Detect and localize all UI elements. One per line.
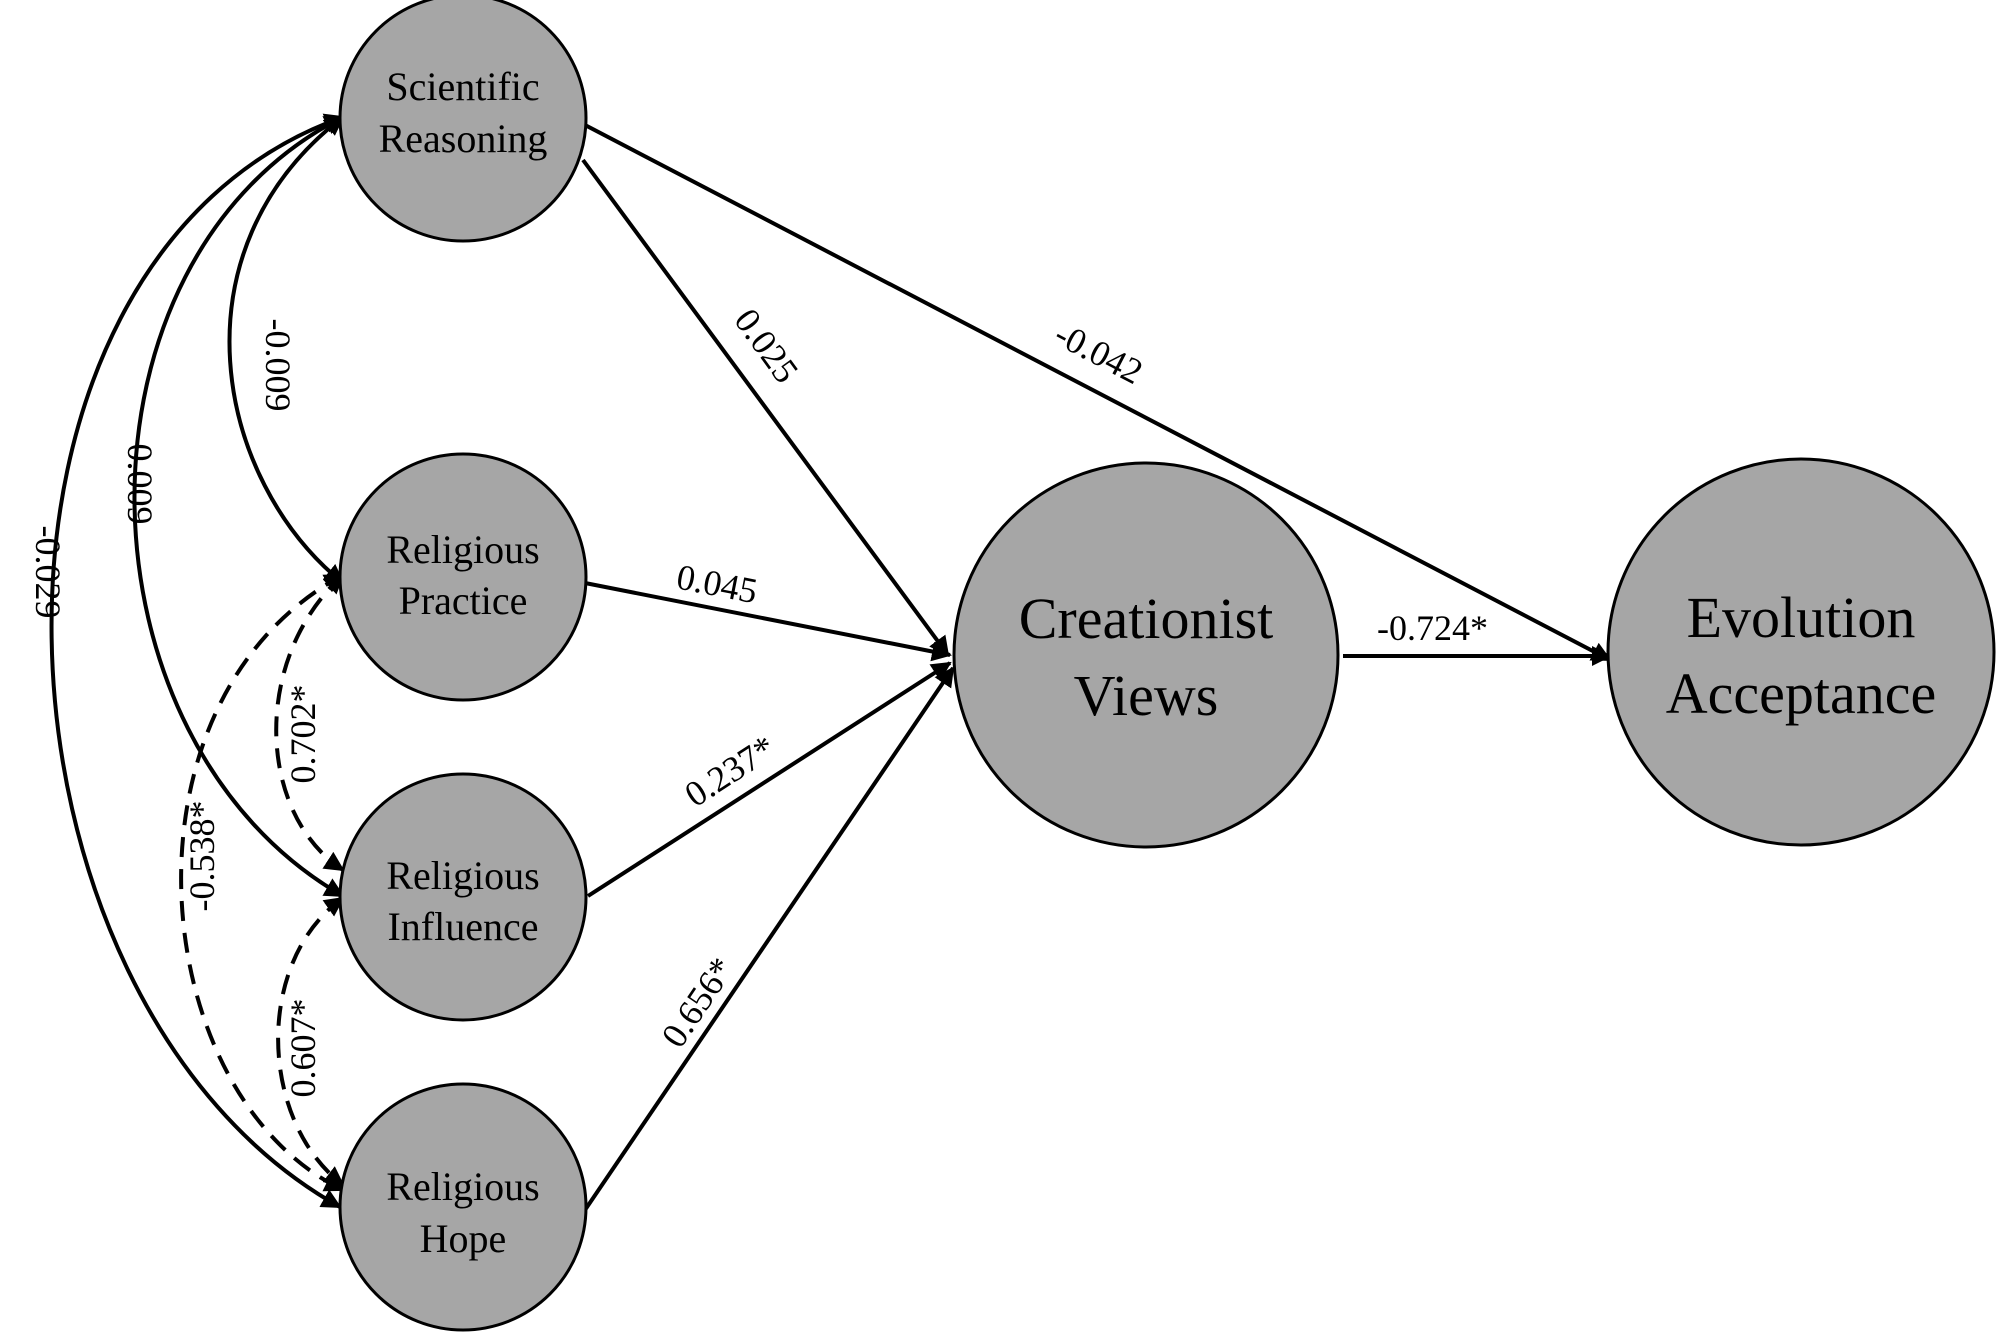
arc-rp-ri [274,573,345,872]
edge-sr-to-cv [581,158,950,657]
correlation-arcs [49,113,345,1209]
node-religious-influence: Religious Influence [338,772,588,1022]
node-scientific-reasoning: Scientific Reasoning [338,0,588,243]
node-label: Views [1074,663,1219,728]
node-label: Influence [387,904,538,949]
arc-rp-rh [179,573,345,1192]
node-label: Practice [399,578,528,623]
node-label: Religious [386,1164,539,1209]
edge-rp-to-cv [584,581,952,662]
coef-sr-to-cv: 0.025 [727,301,807,390]
node-label: Creationist [1019,586,1274,651]
arc-sr-rh [49,113,345,1209]
edge-rh-to-cv [583,666,955,1212]
arc-sr-rp [227,115,345,585]
coef-sr-ri: 0.009 [120,444,160,525]
coef-sr-rp: -0.009 [258,319,298,412]
coef-cv-to-ea: -0.724* [1377,608,1488,648]
node-label: Religious [386,853,539,898]
edge-ri-to-cv [586,661,952,898]
node-label: Evolution [1687,585,1916,650]
directed-paths [581,123,1612,1212]
arc-sr-ri [132,115,345,898]
coef-rp-ri: 0.702* [283,685,323,784]
correlation-coefficients: -0.009 0.009 -0.029 0.702* -0.538* 0.607… [28,319,323,1098]
coef-rh-to-cv: 0.656* [653,950,742,1054]
node-evolution-acceptance: Evolution Acceptance [1606,457,1996,847]
node-label: Reasoning [379,116,548,161]
edge-sr-to-ea [584,123,1612,662]
coef-sr-to-ea: -0.042 [1048,314,1149,392]
node-label: Hope [420,1216,507,1261]
node-label: Scientific [386,64,539,109]
node-creationist-views: Creationist Views [952,461,1340,849]
node-religious-hope: Religious Hope [338,1082,588,1332]
node-label: Acceptance [1666,661,1936,726]
coef-ri-rh: 0.607* [283,999,323,1098]
node-label: Religious [386,527,539,572]
node-religious-practice: Religious Practice [338,452,588,702]
coef-sr-rh: -0.029 [28,526,68,619]
arc-ri-rh [276,896,345,1187]
coef-rp-rh: -0.538* [182,801,222,912]
coef-ri-to-cv: 0.237* [678,727,783,814]
